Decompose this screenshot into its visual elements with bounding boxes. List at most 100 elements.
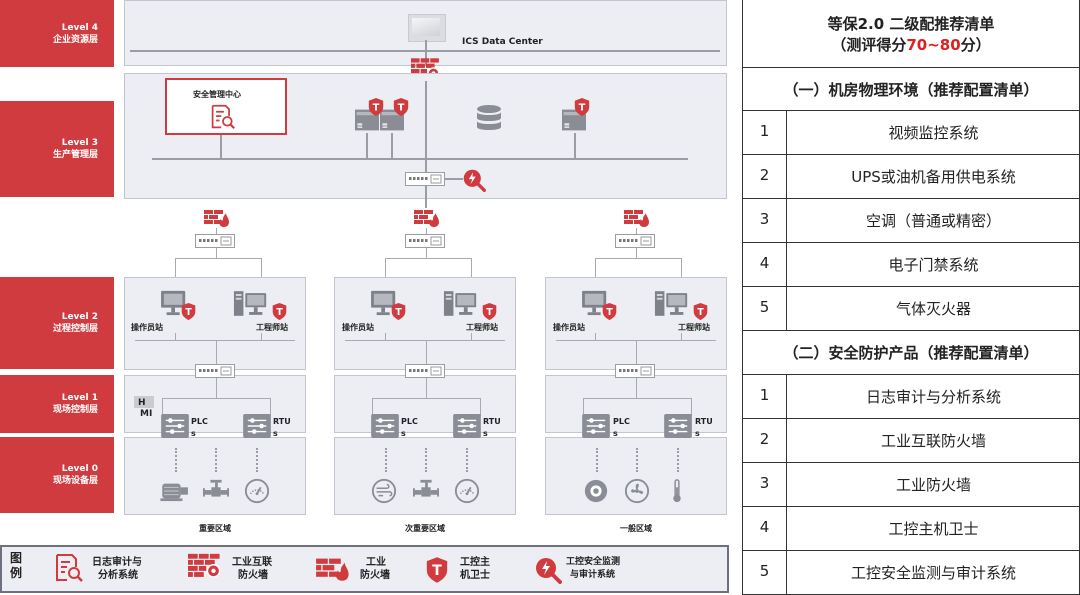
rule [742,506,1080,507]
plc-label: PLC [613,417,630,426]
link [595,258,596,284]
link [691,398,692,416]
row-number: 4 [759,254,770,272]
rule [742,550,1080,551]
plc-s-mark: s [401,429,406,438]
log-audit-icon [54,553,84,583]
plc-s-mark: s [191,429,196,438]
link [175,333,176,340]
host-guard-shield-icon [180,302,197,321]
link [636,248,637,258]
l3-downlink [425,186,427,208]
link [175,258,176,284]
link [583,398,584,416]
engineer-station-label: 工程师站 [256,323,288,332]
field-link [596,448,598,472]
engineer-station-icon [654,290,690,317]
row-item: 气体灭火器 [895,300,971,318]
gauge-icon [244,478,270,504]
rtu-s-mark: s [695,429,700,438]
l2-bus [345,340,505,341]
host-guard-shield-icon [573,97,591,117]
data-center-server-icon [408,14,446,42]
operator-station-label: 操作员站 [131,323,163,332]
host-guard-shield-icon [392,97,410,117]
field-link [466,448,468,472]
network-switch-icon [615,364,655,378]
link [216,378,217,398]
field-link [215,448,217,472]
link [471,258,472,284]
log-audit-icon [210,104,236,130]
link [480,398,481,416]
l1-bus [583,398,691,399]
plc-icon [582,414,610,438]
monitor-link [445,178,463,180]
row-item: 日志审计与分析系统 [865,388,1001,406]
valve-icon [413,478,439,504]
network-switch-icon [405,172,445,186]
row-number: 3 [759,210,770,228]
link [426,228,427,234]
rule [742,286,1080,287]
field-link [175,448,177,472]
link [261,258,262,284]
zone-2-l1-panel [334,375,516,433]
engineer-station-label: 工程师站 [678,323,710,332]
section-physical-env: （一）机房物理环境（推荐配置清单） [783,81,1039,99]
rtu-s-mark: s [483,429,488,438]
link [385,333,386,340]
l3-trunk [425,81,427,173]
link [636,340,637,365]
link [426,340,427,365]
host-guard-shield-icon [367,97,385,117]
row-item: 电子门禁系统 [888,256,979,274]
l1-bus [372,398,480,399]
rule [742,462,1080,463]
link [426,378,427,398]
row-number: 2 [759,166,770,184]
operator-station-label: 操作员站 [553,323,585,332]
l3-drop [574,133,576,159]
link [681,258,682,284]
network-switch-icon [195,364,235,378]
engineer-station-icon [443,290,479,317]
link [636,228,637,234]
row-item: 工控主机卫士 [888,520,979,538]
legend-box [0,545,729,593]
row-number: 5 [759,298,770,316]
rule [742,198,1080,199]
rule [742,154,1080,155]
network-switch-icon [195,234,235,248]
link [216,228,217,234]
rtu-s-mark: s [273,429,278,438]
network-switch-icon [615,234,655,248]
zone-2-l0-panel [334,437,516,515]
plc-label: PLC [191,417,208,426]
sensor-icon [583,478,609,504]
network-switch-icon [405,364,445,378]
row-item: 工业防火墙 [895,476,971,494]
hmi-label-bottom: MI [140,409,153,419]
l1-bus [162,398,270,399]
field-link [636,448,638,472]
valve-icon [203,478,229,504]
fan-icon [624,478,650,504]
row-number: 5 [759,562,770,580]
rule [742,67,1080,68]
rule [742,418,1080,419]
security-management-center: 安全管理中心 [165,78,287,135]
l4-link [425,40,427,66]
l3-drop-smc [220,135,222,159]
link [216,340,217,365]
industrial-firewall-icon [624,208,650,228]
network-switch-icon [405,234,445,248]
industrial-internet-firewall-icon [188,552,222,580]
rule [742,330,1080,331]
level-3-bus [152,158,688,160]
gauge-icon [454,478,480,504]
industrial-firewall-icon [316,556,350,582]
